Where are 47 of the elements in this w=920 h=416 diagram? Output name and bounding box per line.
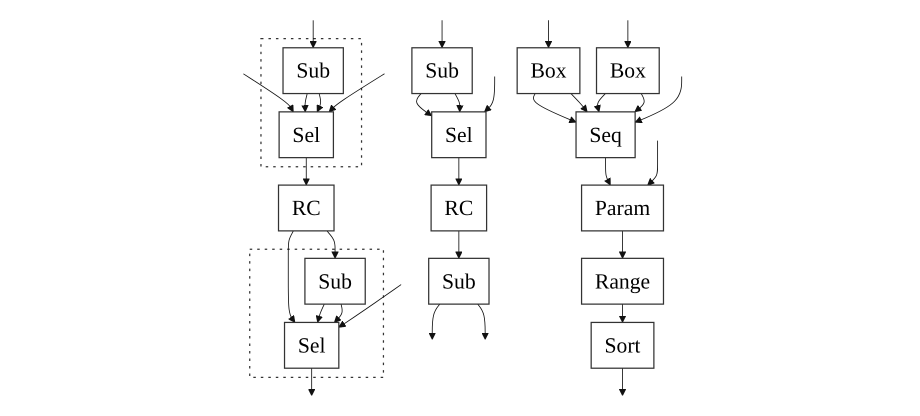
process-box: Sel (430, 111, 487, 158)
arrow (634, 76, 682, 124)
process-box: Sub (304, 258, 366, 305)
arrow (532, 93, 576, 124)
arrow (288, 230, 296, 323)
arrow (624, 20, 632, 48)
arrow (455, 157, 462, 186)
process-box: RC (430, 184, 488, 232)
arrow (604, 157, 611, 186)
arrow (618, 304, 626, 323)
arrow (438, 20, 446, 48)
arrow (594, 93, 606, 112)
arrow (301, 93, 309, 112)
arrow (634, 93, 645, 112)
process-box: Sort (590, 322, 654, 369)
process-box: Box (596, 47, 660, 94)
arrow (455, 230, 462, 259)
arrow (570, 93, 588, 112)
process-box: Sub (428, 258, 490, 305)
arrow (544, 20, 552, 48)
process-box: Sub (282, 47, 344, 94)
arrow (334, 304, 342, 323)
arrow (647, 140, 658, 186)
arrow (477, 304, 489, 340)
arrow (416, 93, 432, 116)
arrow (618, 368, 626, 396)
arrow (338, 284, 402, 328)
arrow (454, 93, 464, 112)
arrow (302, 157, 310, 186)
process-box: Sub (411, 47, 473, 94)
process-box: Range (580, 258, 664, 305)
process-box: Box (516, 47, 580, 94)
process-box: RC (278, 184, 335, 232)
process-box: Sel (278, 111, 334, 158)
arrow (328, 73, 385, 112)
arrow (308, 368, 316, 396)
process-box: Param (580, 184, 664, 232)
arrow (309, 20, 317, 48)
process-box: Sel (284, 322, 340, 369)
arrow (316, 93, 324, 112)
arrow (242, 73, 294, 112)
arrow (618, 230, 626, 259)
arrow (428, 304, 440, 340)
arrow (484, 76, 496, 112)
arrow (326, 230, 339, 259)
arrow (316, 304, 325, 323)
process-box: Seq (575, 111, 636, 158)
